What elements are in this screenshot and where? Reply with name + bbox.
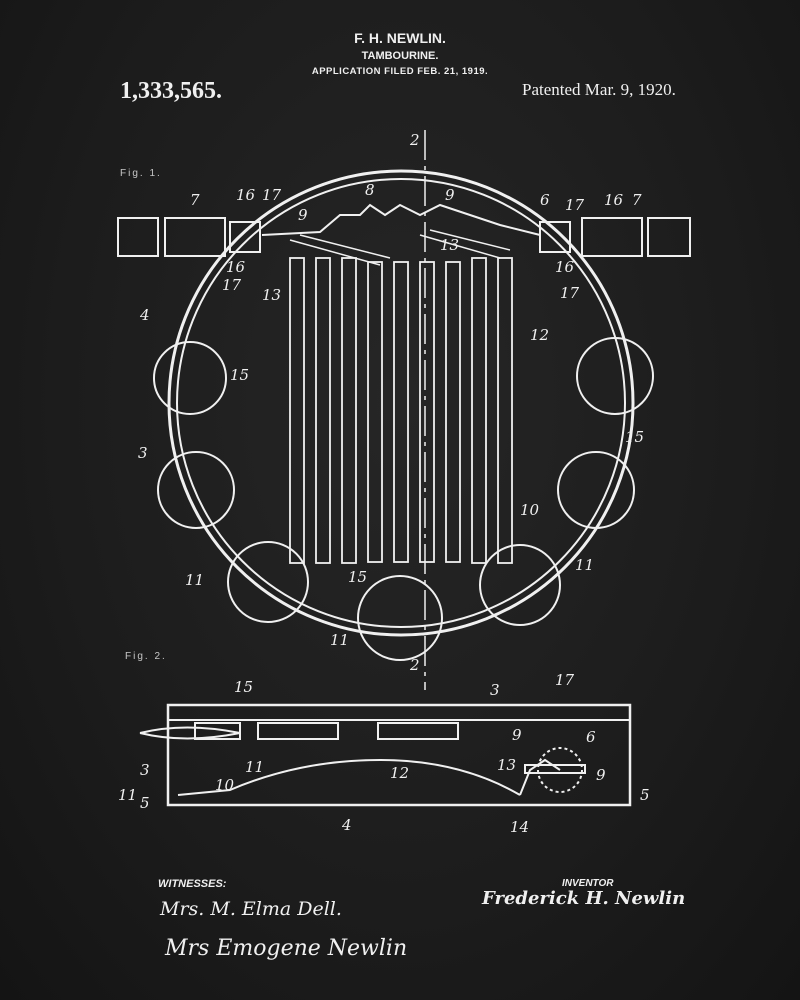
svg-text:11: 11 — [118, 786, 137, 804]
svg-text:7: 7 — [632, 191, 642, 209]
hoop-outer — [167, 169, 635, 637]
svg-text:13: 13 — [440, 236, 459, 254]
figure-2-label: Fig. 2. — [125, 651, 167, 662]
svg-text:11: 11 — [330, 631, 349, 649]
svg-text:16: 16 — [236, 186, 256, 204]
svg-text:12: 12 — [390, 764, 409, 782]
svg-text:17: 17 — [262, 186, 282, 204]
patent-number: 1,333,565. — [120, 78, 222, 104]
svg-text:4: 4 — [341, 816, 352, 834]
svg-text:3: 3 — [490, 681, 500, 699]
svg-text:3: 3 — [140, 761, 150, 779]
jingles — [153, 337, 654, 661]
svg-text:9: 9 — [512, 726, 522, 744]
witness-signature-2: Mrs Emogene Newlin — [165, 936, 408, 961]
svg-text:15: 15 — [234, 678, 253, 696]
svg-text:11: 11 — [185, 571, 204, 589]
svg-text:17: 17 — [222, 276, 242, 294]
svg-text:5: 5 — [640, 786, 650, 804]
svg-text:15: 15 — [230, 366, 249, 384]
svg-text:7: 7 — [190, 191, 200, 209]
key-mechanism — [261, 203, 541, 236]
patent-date: Patented Mar. 9, 1920. — [522, 80, 676, 99]
svg-text:17: 17 — [565, 196, 585, 214]
svg-text:10: 10 — [520, 501, 540, 519]
svg-text:2: 2 — [409, 131, 420, 149]
hoop-inner — [176, 178, 626, 628]
witnesses-label: WITNESSES: — [158, 878, 227, 890]
svg-text:6: 6 — [586, 728, 596, 746]
svg-text:11: 11 — [245, 758, 264, 776]
svg-text:15: 15 — [348, 568, 367, 586]
inventor-label: INVENTOR — [562, 878, 614, 889]
rod-assembly-right — [539, 217, 691, 257]
svg-text:12: 12 — [530, 326, 549, 344]
svg-text:9: 9 — [596, 766, 606, 784]
inventor-signature: Frederick H. Newlin — [482, 888, 686, 909]
svg-text:13: 13 — [497, 756, 516, 774]
inventor-name: F. H. NEWLIN. — [354, 30, 446, 46]
bars — [289, 257, 513, 564]
svg-text:13: 13 — [262, 286, 281, 304]
svg-text:16: 16 — [604, 191, 624, 209]
key-linkage — [289, 229, 511, 266]
svg-text:16: 16 — [226, 258, 246, 276]
svg-text:5: 5 — [140, 794, 150, 812]
svg-text:9: 9 — [298, 206, 308, 224]
application-date: APPLICATION FILED FEB. 21, 1919. — [311, 66, 489, 77]
invention-title: TAMBOURINE. — [361, 50, 439, 62]
figure-1-label: Fig. 1. — [120, 168, 162, 179]
svg-text:4: 4 — [139, 306, 150, 324]
side-view — [139, 703, 632, 807]
svg-text:9: 9 — [445, 186, 455, 204]
svg-text:8: 8 — [365, 181, 375, 199]
svg-text:14: 14 — [510, 818, 529, 836]
svg-text:6: 6 — [540, 191, 550, 209]
svg-text:17: 17 — [555, 671, 575, 689]
svg-text:3: 3 — [138, 444, 148, 462]
svg-text:2: 2 — [409, 656, 420, 674]
svg-text:16: 16 — [555, 258, 575, 276]
rod-assembly-left — [117, 217, 261, 257]
svg-text:10: 10 — [215, 776, 235, 794]
svg-text:17: 17 — [560, 284, 580, 302]
witness-signature-1: Mrs. M. Elma Dell. — [160, 898, 342, 920]
svg-text:15: 15 — [625, 428, 644, 446]
svg-text:11: 11 — [575, 556, 594, 574]
